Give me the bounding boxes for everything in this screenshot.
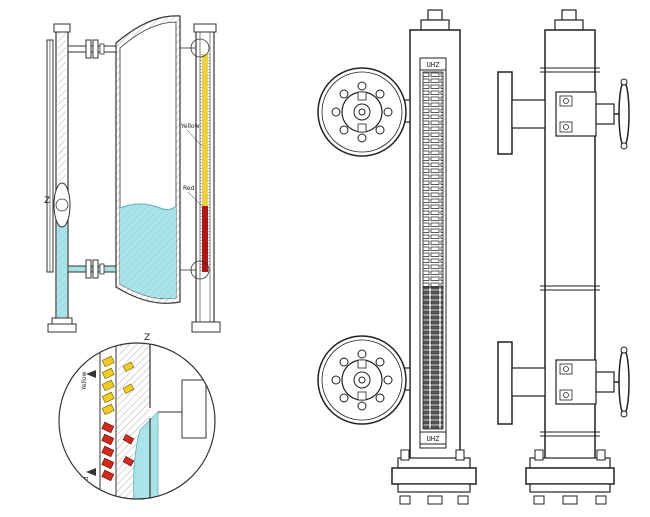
bottom-nozzle — [67, 259, 117, 279]
scale-yellow-section — [202, 54, 208, 206]
indicator-ladder-upper — [422, 71, 444, 288]
flaps-inner — [122, 361, 135, 467]
float — [53, 182, 71, 228]
side-bottom-valve — [497, 341, 630, 425]
front-view: UHZ UHZ — [317, 9, 477, 505]
nameplate-top: UHZ — [427, 61, 440, 69]
indicator-ladder-lower — [422, 286, 444, 430]
side-top-valve — [497, 71, 630, 155]
detail-liquid — [133, 411, 159, 499]
column-liquid — [57, 212, 67, 324]
top-nozzle — [67, 39, 117, 59]
front-bottom-valve — [317, 335, 411, 425]
side-view — [497, 9, 630, 505]
detail-view-z: Z — [58, 333, 216, 500]
detail-label-yellow: Yellow — [81, 371, 88, 391]
scale-label-yellow: Yellow — [180, 123, 200, 130]
tank-vessel — [115, 15, 181, 304]
side-bottom-flange — [525, 449, 615, 505]
tank-liquid — [120, 204, 176, 299]
front-top-valve — [317, 67, 411, 157]
flaps-red — [101, 421, 115, 482]
indicator-scale: Yellow Red — [180, 23, 221, 333]
nameplate-bottom: UHZ — [427, 435, 440, 443]
front-bottom-flange — [391, 449, 477, 505]
gauge-column: Z — [44, 23, 77, 333]
left-schematic: Z — [44, 15, 221, 333]
flaps-yellow — [101, 355, 115, 416]
scale-label-red: Red — [183, 185, 195, 192]
scale-red-section — [202, 206, 208, 272]
detail-view-marker: Z — [144, 333, 150, 343]
detail-marker: Z — [44, 196, 50, 206]
